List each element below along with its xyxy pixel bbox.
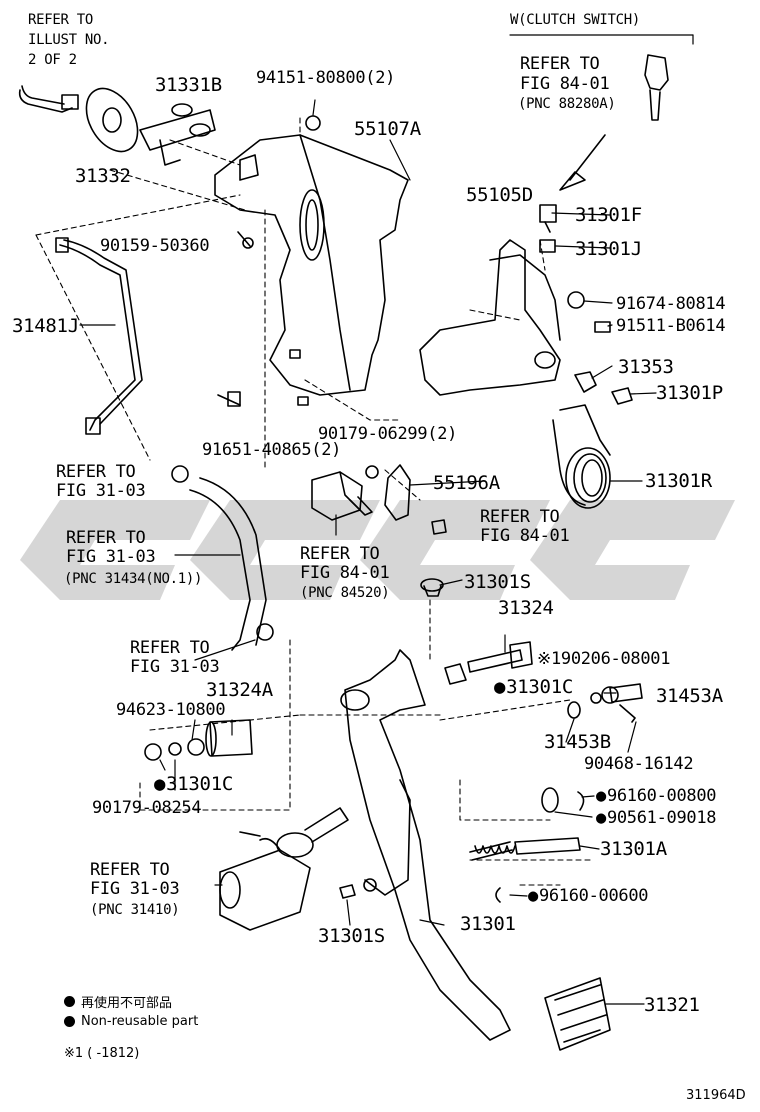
pnc-31434: (PNC 31434(NO.1)) xyxy=(64,571,203,587)
part-55105D-bracket xyxy=(419,204,611,396)
refer-fig-31-03-d-1: REFER TO xyxy=(90,860,170,880)
part-label-96160-00600[interactable]: 96160-00600 xyxy=(528,886,649,906)
part-label-55105D[interactable]: 55105D xyxy=(466,184,533,206)
part-label-31301C-left[interactable]: 31301C xyxy=(154,773,233,795)
part-label-31301F[interactable]: 31301F xyxy=(575,204,642,226)
guide-lines xyxy=(35,117,591,886)
part-label-31301A[interactable]: 31301A xyxy=(600,838,667,860)
refer-fig-31-03-b-1: REFER TO xyxy=(66,528,146,548)
part-label-31301C-right[interactable]: 31301C xyxy=(494,676,573,698)
part-31453B xyxy=(567,701,581,719)
watermark-logo xyxy=(20,500,735,600)
refer-fig-84-01-top-2: FIG 84-01 xyxy=(520,74,610,94)
legend-non-reusable-en: Non-reusable part xyxy=(64,1014,198,1029)
refer-illust-line1: REFER TO xyxy=(28,12,94,28)
refer-fig-84-01-top-1: REFER TO xyxy=(520,54,600,74)
part-31301S-top xyxy=(420,578,444,597)
part-label-31332[interactable]: 31332 xyxy=(75,165,131,187)
part-label-31324A[interactable]: 31324A xyxy=(206,679,273,701)
part-31353-clip xyxy=(574,371,597,393)
part-label-31481J[interactable]: 31481J xyxy=(12,315,79,337)
part-55196A xyxy=(365,464,447,535)
small-bolts xyxy=(217,115,321,407)
clutch-switch-title: W(CLUTCH SWITCH) xyxy=(510,12,641,28)
refer-fig-31-03-d-2: FIG 31-03 xyxy=(90,879,180,899)
part-label-91651-40865[interactable]: 91651-40865(2) xyxy=(202,440,342,460)
part-label-31324[interactable]: 31324 xyxy=(498,597,554,619)
part-label-90179-06299[interactable]: 90179-06299(2) xyxy=(318,424,458,444)
part-label-31321[interactable]: 31321 xyxy=(644,994,700,1016)
pnc-84520: (PNC 84520) xyxy=(300,585,390,601)
part-label-96160-00800[interactable]: 96160-00800 xyxy=(596,786,717,806)
part-label-90561-09018[interactable]: 90561-09018 xyxy=(596,808,717,828)
part-label-31353[interactable]: 31353 xyxy=(618,356,674,378)
refer-fig-84-01-mid-2: FIG 84-01 xyxy=(480,526,570,546)
part-label-91674-80814[interactable]: 91674-80814 xyxy=(616,294,726,314)
legend-en-text: Non-reusable part xyxy=(81,1014,199,1029)
part-label-90179-08254[interactable]: 90179-08254 xyxy=(92,798,202,818)
part-31324-bolt xyxy=(444,641,533,685)
refer-illust-line3: 2 OF 2 xyxy=(28,52,77,68)
nuts-left xyxy=(144,738,205,761)
diagram-id: 311964D xyxy=(686,1088,746,1103)
part-label-31301S-bottom[interactable]: 31301S xyxy=(318,925,385,947)
footnote: ※1 ( -1812) xyxy=(64,1046,140,1061)
pipe-top-left xyxy=(18,85,79,113)
part-label-55196A[interactable]: 55196A xyxy=(433,472,500,494)
part-label-31453B[interactable]: 31453B xyxy=(544,731,611,753)
refer-fig-31-03-a-2: FIG 31-03 xyxy=(56,481,146,501)
refer-fig-31-03-c-2: FIG 31-03 xyxy=(130,657,220,677)
part-label-31301[interactable]: 31301 xyxy=(460,913,516,935)
refer-fig-84-01-sw-2: FIG 84-01 xyxy=(300,563,390,583)
part-label-31331B[interactable]: 31331B xyxy=(155,74,222,96)
part-31321-pad xyxy=(544,977,611,1051)
part-label-31301J[interactable]: 31301J xyxy=(575,238,642,260)
part-label-94151-80800[interactable]: 94151-80800(2) xyxy=(256,68,396,88)
part-label-31301P[interactable]: 31301P xyxy=(656,382,723,404)
bullet-icon xyxy=(64,1016,75,1027)
part-label-90206-08001[interactable]: ※190206-08001 xyxy=(537,649,671,669)
pnc-31410: (PNC 31410) xyxy=(90,902,180,918)
pnc-88280a: (PNC 88280A) xyxy=(518,96,616,112)
part-label-31301R[interactable]: 31301R xyxy=(645,470,712,492)
leader-lines xyxy=(79,34,694,1005)
part-31301-pedal xyxy=(340,649,511,1041)
part-31301A-spring xyxy=(469,787,585,903)
part-31453A-pin xyxy=(590,683,643,723)
part-55107A-bracket xyxy=(214,134,409,396)
bullet-icon xyxy=(64,996,75,1007)
part-31331B xyxy=(139,103,216,166)
clutch-switch-top xyxy=(644,54,669,121)
master-cylinder-31410 xyxy=(219,807,349,931)
part-label-31301S-top[interactable]: 31301S xyxy=(464,571,531,593)
part-31332-bracket xyxy=(85,87,139,153)
refer-illust-line2: ILLUST NO. xyxy=(28,32,110,48)
legend-non-reusable-jp: 再使用不可部品 xyxy=(64,992,172,1011)
part-31301R-spring xyxy=(552,404,611,509)
refer-fig-31-03-a-1: REFER TO xyxy=(56,462,136,482)
hose-31-03 xyxy=(171,465,274,651)
legend-jp-text: 再使用不可部品 xyxy=(81,996,173,1011)
part-31301P xyxy=(611,387,633,405)
part-31301S-bottom xyxy=(339,884,356,899)
refer-fig-84-01-mid-1: REFER TO xyxy=(480,507,560,527)
arrow-to-switch xyxy=(559,134,606,191)
refer-fig-84-01-sw-1: REFER TO xyxy=(300,544,380,564)
refer-fig-31-03-b-2: FIG 31-03 xyxy=(66,547,156,567)
clutch-switch-mid xyxy=(311,471,373,521)
part-label-90468-16142[interactable]: 90468-16142 xyxy=(584,754,694,774)
part-label-94623-10800[interactable]: 94623-10800 xyxy=(116,700,226,720)
part-31324A-bushing xyxy=(205,719,253,757)
part-label-31453A[interactable]: 31453A xyxy=(656,685,723,707)
refer-fig-31-03-c-1: REFER TO xyxy=(130,638,210,658)
part-label-91511-B0614[interactable]: 91511-B0614 xyxy=(616,316,726,336)
part-label-90159-50360[interactable]: 90159-50360 xyxy=(100,236,210,256)
part-label-55107A[interactable]: 55107A xyxy=(354,118,421,140)
part-31481J-pipe xyxy=(55,237,143,435)
